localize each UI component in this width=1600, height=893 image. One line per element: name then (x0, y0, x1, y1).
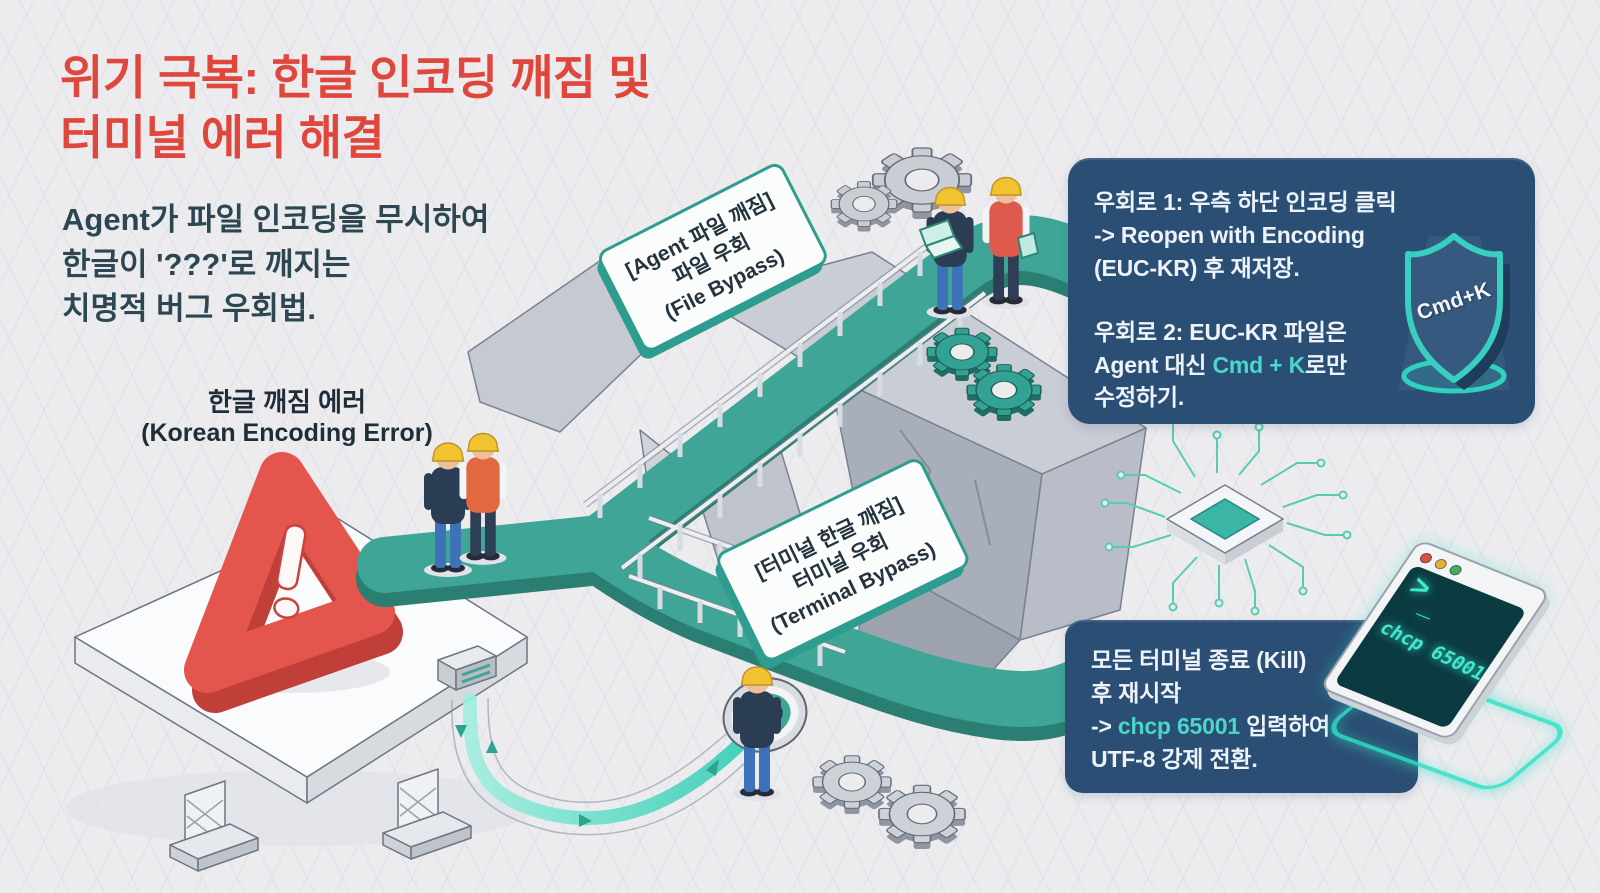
subtitle-line2: 한글이 '???'로 깨지는 (62, 246, 351, 282)
data-stream (451, 693, 761, 836)
page-title: 위기 극복: 한글 인코딩 깨짐 및 터미널 에러 해결 (60, 48, 651, 168)
subtitle: Agent가 파일 인코딩을 무시하여 한글이 '???'로 깨지는 치명적 버… (62, 198, 489, 332)
terminal-fix-line3-post: 입력하여 (1239, 712, 1330, 739)
platform-leg (169, 780, 259, 872)
korean-encoding-error-label: 한글 깨짐 에러 (Korean Encoding Error) (141, 382, 433, 448)
gear-icon (812, 755, 892, 814)
file-bypass-signboard (597, 163, 827, 359)
error-label-en: (Korean Encoding Error) (141, 419, 433, 447)
terminal-fix-line2: 후 재시작 (1091, 679, 1182, 706)
gear-icon (926, 327, 998, 381)
tablet-icon (1016, 231, 1040, 260)
route2-line2-pre: Agent 대신 (1094, 351, 1213, 378)
data-port (437, 645, 497, 691)
terminal-bypass-signboard (715, 459, 969, 669)
traffic-light-green-icon (1447, 563, 1464, 577)
route2-line2: Agent 대신 Cmd + K로만 (1094, 349, 1397, 382)
route1-line2: -> Reopen with Encoding (1094, 221, 1365, 248)
terminal-fix-line1: 모든 터미널 종료 (Kill) (1091, 647, 1307, 673)
route1-line1: 우회로 1: 우측 하단 인코딩 클릭 (1094, 189, 1397, 215)
platform-leg (382, 768, 472, 860)
page-title-line1: 위기 극복: 한글 인코딩 깨짐 및 (60, 51, 651, 104)
gear-icon (966, 363, 1042, 421)
terminal-fix-line3: -> chcp 65001 입력하여 (1091, 710, 1330, 743)
cmd-k-shield-icon: Cmd+K (1388, 222, 1520, 404)
route1-line3: (EUC-KR) 후 재저장. (1094, 254, 1300, 281)
subtitle-line1: Agent가 파일 인코딩을 무시하여 (62, 202, 490, 237)
gear-icon (878, 784, 966, 849)
cpu-chip-icon (1100, 414, 1352, 616)
warning-triangle-icon (184, 452, 403, 713)
page-title-line2: 터미널 에러 해결 (60, 111, 385, 165)
chcp-highlight: chcp 65001 (1117, 712, 1240, 739)
route2-line3: 수정하기. (1094, 384, 1185, 411)
terminal-fix-line4: UTF-8 강제 전환. (1091, 745, 1258, 772)
terminal-command: chcp 65001 (1374, 617, 1491, 685)
subtitle-line3: 치명적 버그 우회법. (62, 291, 316, 327)
gear-icon (871, 147, 973, 219)
terminal-fix-line3-pre: -> (1091, 712, 1118, 739)
traffic-light-red-icon (1417, 551, 1435, 565)
gear-icon (830, 180, 898, 232)
bypass-route1: 우회로 1: 우측 하단 인코딩 클릭 -> Reopen with Encod… (1094, 186, 1397, 285)
laptop-icon (918, 218, 964, 260)
road-terminal-bypass (572, 515, 1120, 728)
route2-line1: 우회로 2: EUC-KR 파일은 (1094, 318, 1347, 345)
traffic-light-yellow-icon (1432, 557, 1449, 571)
bypass-route2: 우회로 2: EUC-KR 파일은 Agent 대신 Cmd + K로만 수정하… (1094, 316, 1397, 415)
error-label-ko: 한글 깨짐 에러 (208, 387, 366, 417)
route2-line2-post: 로만 (1305, 351, 1347, 378)
cmd-k-highlight: Cmd + K (1212, 351, 1306, 378)
